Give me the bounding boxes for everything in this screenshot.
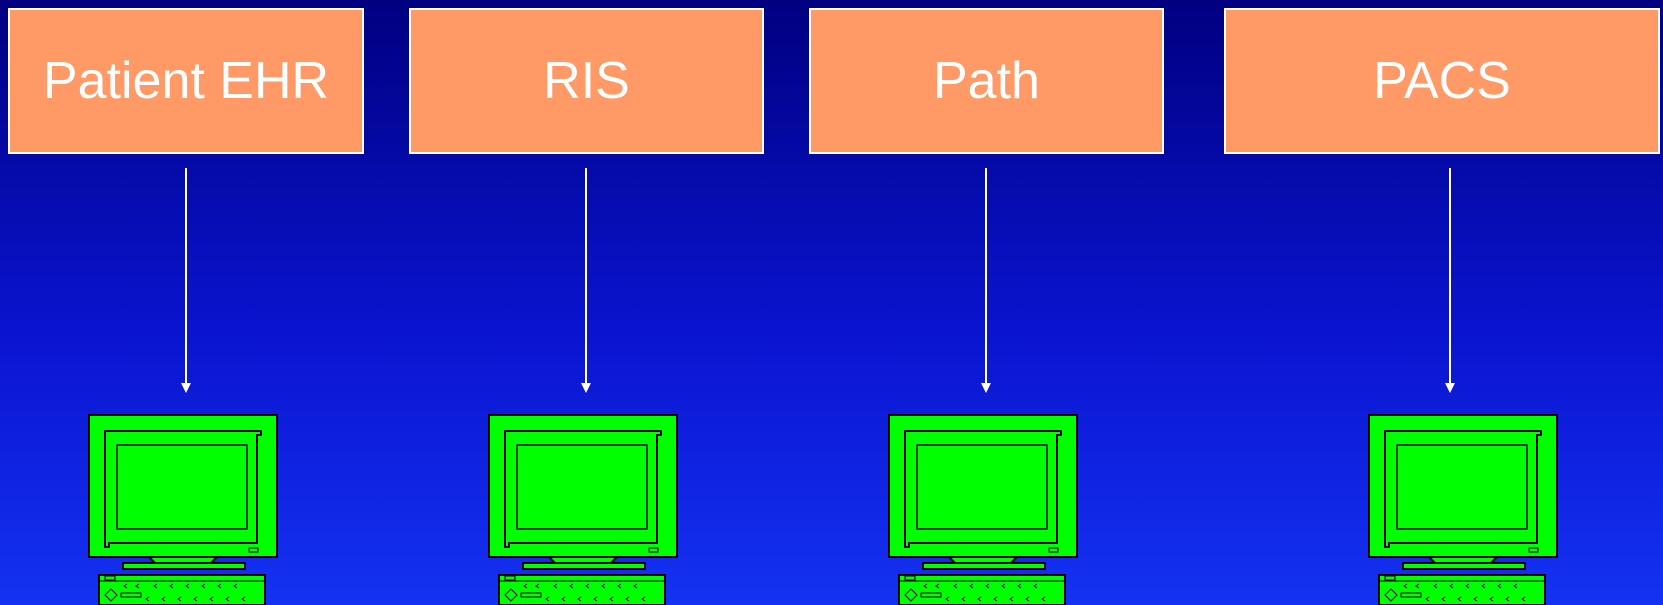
system-box-pacs: PACS bbox=[1224, 8, 1660, 154]
system-label-path: Path bbox=[933, 52, 1040, 110]
system-label-pacs: PACS bbox=[1373, 52, 1511, 110]
arrowhead-icon bbox=[1445, 383, 1455, 393]
system-box-path: Path bbox=[809, 8, 1164, 154]
computer-icon bbox=[1368, 414, 1558, 605]
computer-icon bbox=[88, 414, 278, 605]
computer-icon bbox=[888, 414, 1078, 605]
system-label-ris: RIS bbox=[543, 52, 630, 110]
system-box-ris: RIS bbox=[409, 8, 764, 154]
arrowhead-icon bbox=[981, 383, 991, 393]
system-label-patient-ehr: Patient EHR bbox=[42, 52, 330, 110]
arrowhead-icon bbox=[181, 383, 191, 393]
system-box-patient-ehr: Patient EHR bbox=[8, 8, 364, 154]
arrowhead-icon bbox=[581, 383, 591, 393]
computer-icon bbox=[488, 414, 678, 605]
